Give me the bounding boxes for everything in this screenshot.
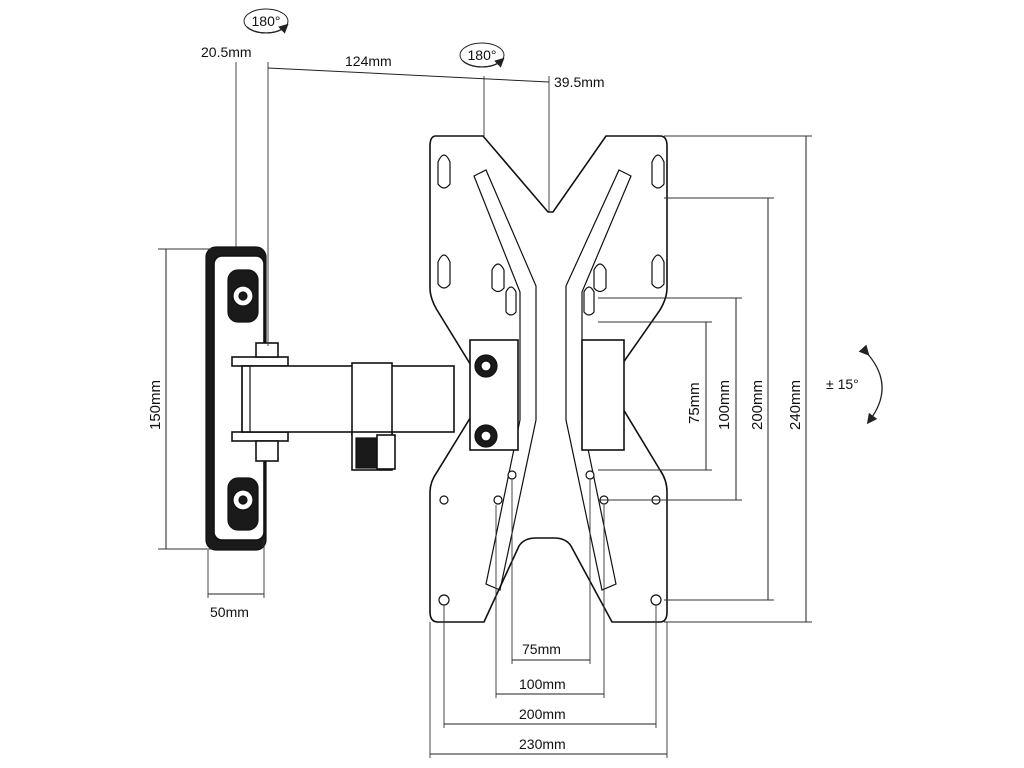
arm-offset-label: 20.5mm — [201, 44, 252, 60]
dimension-lines — [158, 62, 812, 758]
dimension-labels: 20.5mm 124mm 39.5mm 150mm 50mm 75mm 100m… — [147, 44, 804, 752]
plate-offset-label: 39.5mm — [554, 74, 605, 90]
swivel-arm — [231, 342, 455, 471]
arm-swivel-label: 180° — [468, 47, 497, 63]
vesa-vertical-75-label: 75mm — [686, 382, 703, 424]
vesa-horizontal-200-label: 200mm — [519, 706, 566, 722]
tv-plate — [429, 135, 668, 623]
tilt-label: ± 15° — [826, 376, 859, 392]
plate-height-label: 240mm — [787, 380, 804, 430]
wall-swivel-badge: 180° — [243, 8, 289, 34]
arm-swivel-badge: 180° — [459, 42, 505, 68]
wall-plate-height-label: 150mm — [147, 380, 164, 430]
vesa-horizontal-100-label: 100mm — [519, 676, 566, 692]
vesa-vertical-100-label: 100mm — [716, 380, 733, 430]
wall-swivel-label: 180° — [252, 13, 281, 29]
vesa-vertical-200-label: 200mm — [749, 380, 766, 430]
plate-width-label: 230mm — [519, 736, 566, 752]
vesa-horizontal-75-label: 75mm — [522, 641, 561, 657]
wall-plate-width-label: 50mm — [210, 604, 249, 620]
tilt-indicator: ± 15° — [826, 344, 883, 425]
arm-length-label: 124mm — [345, 53, 392, 69]
